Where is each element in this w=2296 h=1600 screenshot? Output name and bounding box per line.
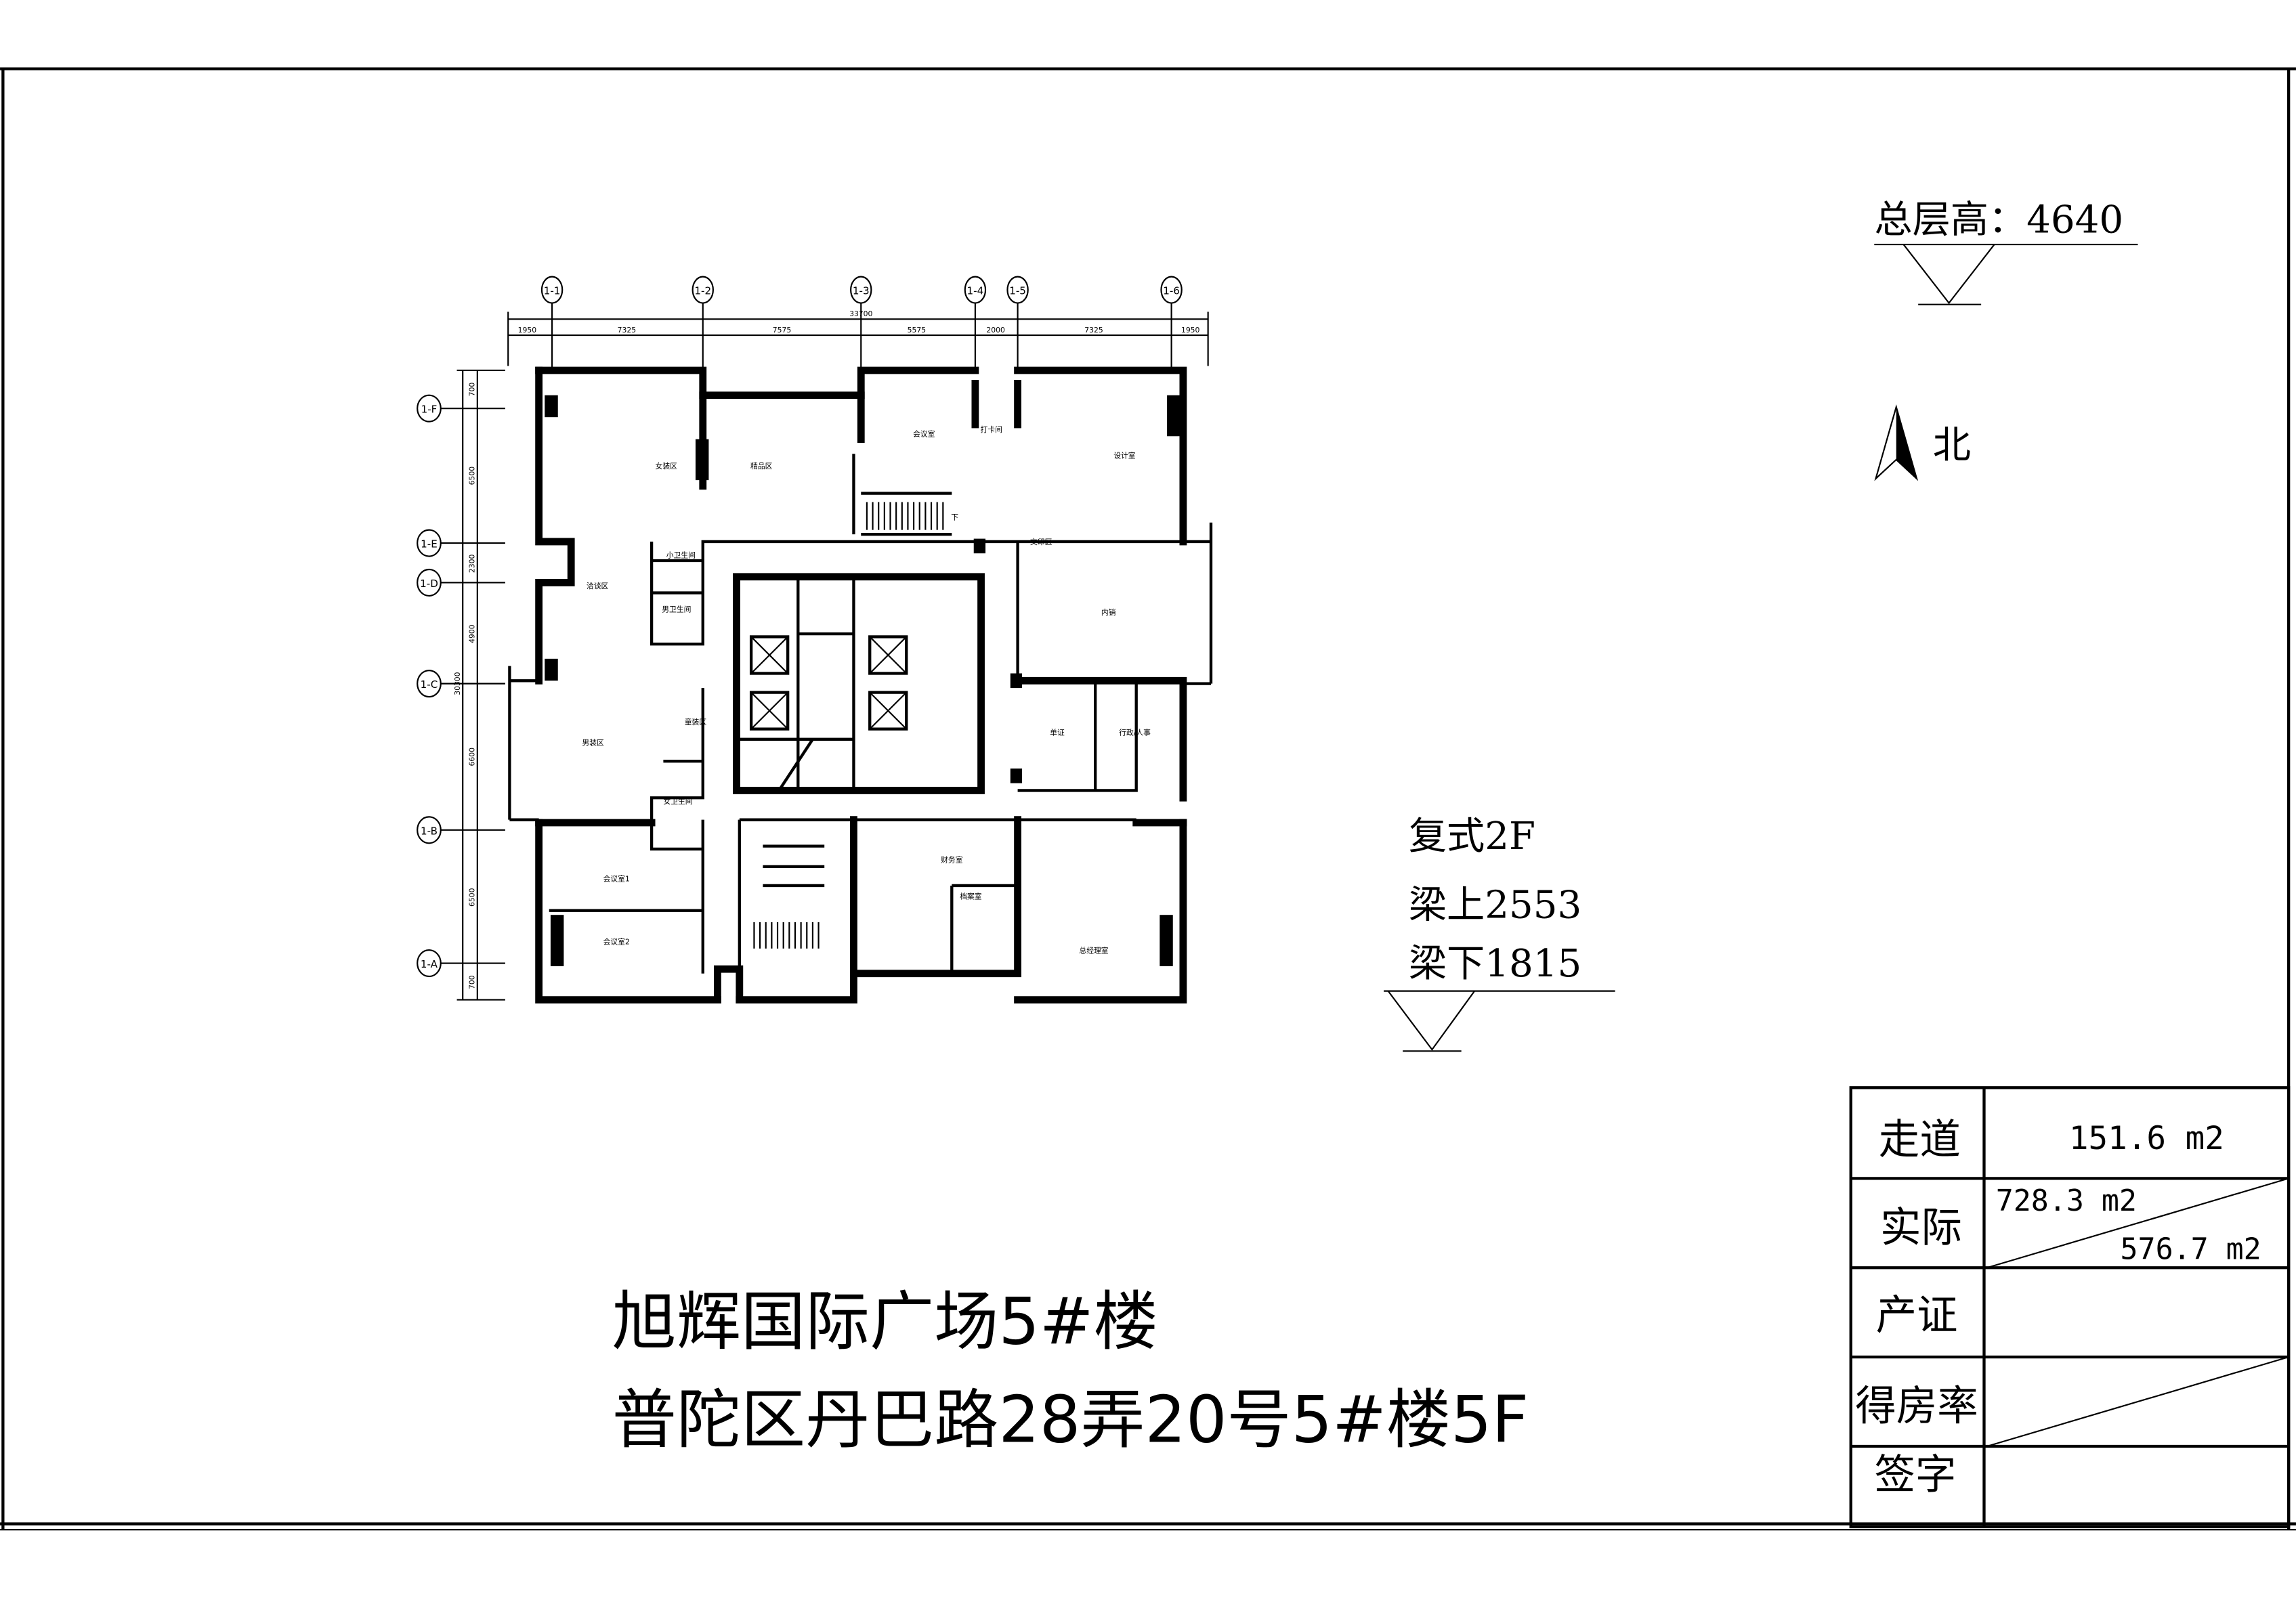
corridor-label: 走道 xyxy=(1879,1117,1961,1164)
ratio-label: 得房率 xyxy=(1855,1383,1978,1430)
axis-label: 1-C xyxy=(421,678,438,691)
dimension-label: 7575 xyxy=(773,326,791,334)
total-height-label: 总层高：4640 xyxy=(1874,198,2123,242)
axis-marker-1-B: 1-B xyxy=(417,816,505,844)
room-label: 会议室2 xyxy=(603,936,630,946)
axis-label: 1-E xyxy=(421,538,438,550)
axis-label: 1-2 xyxy=(694,285,711,297)
axis-marker-1-5: 1-5 xyxy=(1006,276,1029,370)
actual-value-gross: 728.3 m2 xyxy=(1996,1184,2137,1218)
axis-marker-1-2: 1-2 xyxy=(692,276,714,370)
dimension-label: 5575 xyxy=(908,326,926,334)
total-height-marker: 总层高：4640 xyxy=(1874,198,2138,305)
dimension-label: 7325 xyxy=(618,326,636,334)
axis-label: 1-B xyxy=(421,825,438,837)
axis-marker-1-3: 1-3 xyxy=(850,276,872,370)
room-label: 设计室 xyxy=(1113,451,1136,460)
dimension-label: 1950 xyxy=(518,326,537,334)
sheet-border xyxy=(0,67,2296,1531)
actual-label: 实际 xyxy=(1880,1204,1962,1251)
room-label: 洽谈区 xyxy=(587,582,609,590)
room-label: 女卫生间 xyxy=(663,796,692,806)
walls xyxy=(508,366,1213,1004)
dimension-label: 4900 xyxy=(468,624,477,643)
axis-marker-1-1: 1-1 xyxy=(540,276,564,370)
level-name: 复式2F xyxy=(1409,815,1535,859)
axis-marker-1-E: 1-E xyxy=(417,529,505,557)
room-label: 单证 xyxy=(1050,728,1065,737)
room-label: 会议室 xyxy=(913,429,935,438)
axis-label: 1-6 xyxy=(1163,285,1180,297)
dimension-label: 7325 xyxy=(1084,326,1103,334)
dimension-label: 700 xyxy=(468,975,477,989)
room-label: 童装区 xyxy=(685,717,707,727)
project-title: 旭辉国际广场5#楼 xyxy=(612,1285,1158,1360)
certificate-label: 产证 xyxy=(1875,1292,1957,1339)
room-label: 行政/人事 xyxy=(1119,727,1151,737)
axis-marker-1-4: 1-4 xyxy=(964,276,987,370)
axis-label: 1-3 xyxy=(853,285,870,297)
dimension-label: 2000 xyxy=(986,326,1005,334)
room-label: 女装区 xyxy=(656,461,678,471)
area-table: 走道 151.6 m2 实际 728.3 m2 576.7 m2 产证 得房率 … xyxy=(1849,1086,2291,1529)
dimension-label: 700 xyxy=(468,383,477,397)
room-label: 档案室 xyxy=(960,891,982,901)
room-label: 精品区 xyxy=(750,462,773,471)
corridor-value: 151.6 m2 xyxy=(2069,1120,2224,1157)
beam-top-height: 梁上2553 xyxy=(1409,884,1581,928)
room-label: 男装区 xyxy=(582,738,604,747)
axis-marker-1-6: 1-6 xyxy=(1160,276,1183,370)
room-label: 下 xyxy=(951,513,958,521)
axis-label: 1-A xyxy=(421,958,438,970)
axis-marker-1-D: 1-D xyxy=(417,568,505,597)
room-label: 文印区 xyxy=(1030,537,1053,546)
dimension-label: 6600 xyxy=(468,748,477,766)
north-arrow-icon: 北 xyxy=(1874,404,1971,481)
floor-plan: 1-1 1-2 1-3 1-4 1-5 1-6 1-F 1-E 1-D 1-C 1-B 1-A 195… xyxy=(417,276,1213,1004)
actual-value-net: 576.7 m2 xyxy=(2121,1232,2261,1266)
axis-label: 1-D xyxy=(420,578,438,590)
room-label: 打卡间 xyxy=(980,425,1002,434)
dimension-label: 2300 xyxy=(468,554,477,573)
dimension-label: 6500 xyxy=(468,467,477,485)
axis-marker-1-C: 1-C xyxy=(417,670,505,698)
room-label: 内销 xyxy=(1101,607,1116,617)
room-label: 男卫生间 xyxy=(662,605,691,614)
room-label: 总经理室 xyxy=(1079,945,1108,955)
dimension-label: 1950 xyxy=(1181,326,1200,334)
room-label: 财务室 xyxy=(941,855,963,864)
level-info: 复式2F 梁上2553 梁下1815 xyxy=(1384,815,1615,1052)
axis-label: 1-4 xyxy=(967,285,984,297)
dimension-lines xyxy=(456,311,1209,1001)
axis-marker-1-A: 1-A xyxy=(417,949,505,978)
beam-bottom-height: 梁下1815 xyxy=(1409,942,1581,986)
north-label: 北 xyxy=(1933,424,1971,468)
signature-label: 签字 xyxy=(1874,1452,1956,1499)
axis-marker-1-F: 1-F xyxy=(417,394,505,423)
room-label: 小卫生间 xyxy=(666,550,696,560)
dimension-label: 6500 xyxy=(468,888,477,907)
room-label: 会议室1 xyxy=(603,873,630,883)
project-address: 普陀区丹巴路28弄20号5#楼5F xyxy=(612,1383,1529,1458)
dimension-total: 30300 xyxy=(453,672,462,695)
axis-label: 1-1 xyxy=(544,285,561,297)
axis-label: 1-5 xyxy=(1009,285,1026,297)
axis-label: 1-F xyxy=(421,404,438,416)
dimension-total: 33700 xyxy=(849,309,872,318)
